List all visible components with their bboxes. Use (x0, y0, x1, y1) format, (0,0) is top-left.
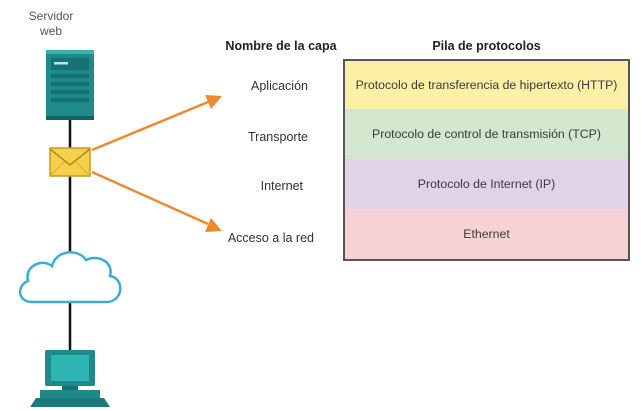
protocol-box-internet: Protocolo de Internet (IP) (343, 159, 630, 211)
protocol-label-internet: Protocolo de Internet (IP) (417, 177, 556, 191)
protocol-stack-header: Pila de protocolos (432, 39, 541, 53)
server-label: Servidor web (22, 9, 80, 39)
protocol-label-transport: Protocolo de control de transmisión (TCP… (372, 127, 601, 141)
layer-name-header: Nombre de la capa (225, 39, 337, 53)
arrow-head-network-access (205, 218, 222, 232)
layer-label-application: Aplicación (251, 79, 308, 93)
arrow-to-network-access (91, 170, 209, 226)
desktop-computer-icon (30, 350, 110, 407)
protocol-box-transport: Protocolo de control de transmisión (TCP… (343, 109, 630, 161)
envelope-icon (49, 147, 91, 177)
layer-label-transport: Transporte (248, 130, 308, 144)
protocol-box-network-access: Ethernet (343, 209, 630, 261)
arrow-to-application (91, 100, 209, 152)
server-tower-icon (46, 50, 94, 120)
cloud-icon (19, 251, 122, 304)
protocol-label-network-access: Ethernet (463, 227, 510, 241)
server-label-line2: web (39, 24, 62, 38)
layer-label-network-access: Acceso a la red (227, 231, 314, 245)
protocol-label-application: Protocolo de transferencia de hipertexto… (355, 78, 618, 92)
server-label-line1: Servidor (28, 9, 74, 23)
protocol-box-application: Protocolo de transferencia de hipertexto… (343, 59, 630, 111)
encapsulation-arrows (91, 95, 222, 232)
layer-label-internet: Internet (260, 179, 303, 193)
arrow-head-application (205, 95, 222, 109)
